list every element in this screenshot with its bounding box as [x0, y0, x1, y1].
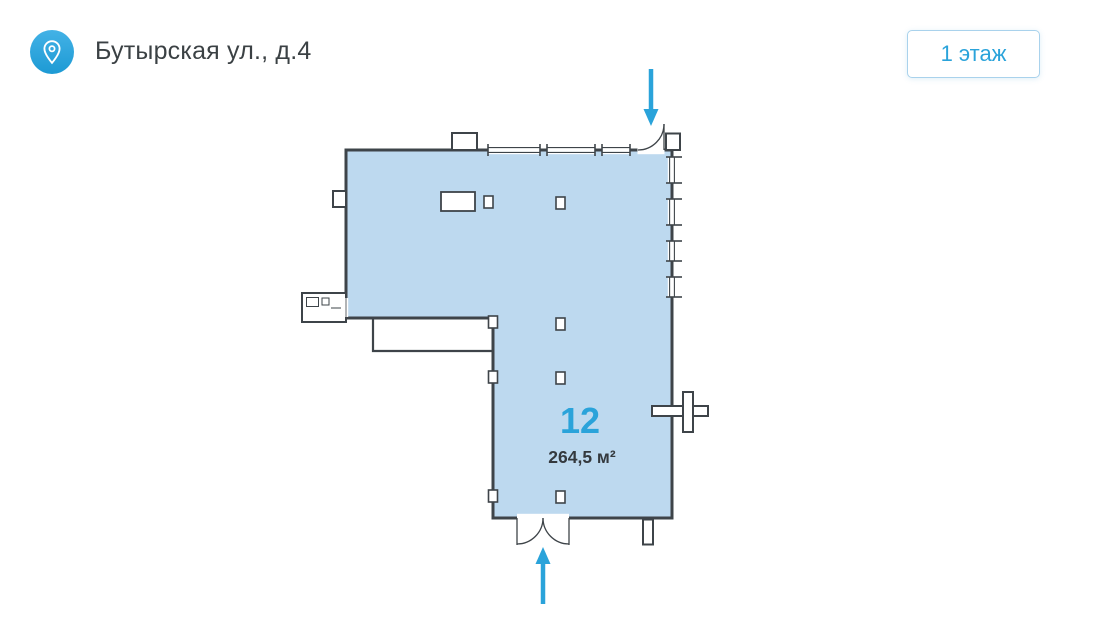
interior-columns: [440, 191, 566, 504]
vestibule-structure: [301, 292, 349, 323]
bottom-wall-stub: [642, 518, 654, 546]
top-entrance-door-arc: [637, 123, 665, 155]
top-right-wall-stub: [665, 132, 681, 151]
entrance-arrow-bottom: [535, 547, 551, 604]
top-wall-pilaster: [451, 132, 478, 151]
entrance-arrow-top: [643, 69, 659, 126]
right-wall-junction: [651, 391, 709, 433]
window-marks-right: [666, 156, 682, 298]
corridor-walls: [371, 319, 492, 353]
page-title: Бутырская ул., д.4: [95, 37, 312, 65]
window-marks-top: [487, 144, 631, 156]
unit-area-label: 264,5 м²: [548, 447, 616, 467]
location-pin-glyph: [43, 40, 61, 65]
left-wall-niche: [332, 190, 347, 208]
header: Бутырская ул., д.4 1 этаж: [0, 0, 1103, 90]
floor-selector-badge[interactable]: 1 этаж: [907, 30, 1040, 78]
unit-number-label: 12: [560, 400, 600, 441]
location-pin-icon: [30, 30, 74, 74]
bottom-entrance-double-door: [516, 513, 570, 545]
unit-12-region[interactable]: [344, 148, 674, 520]
